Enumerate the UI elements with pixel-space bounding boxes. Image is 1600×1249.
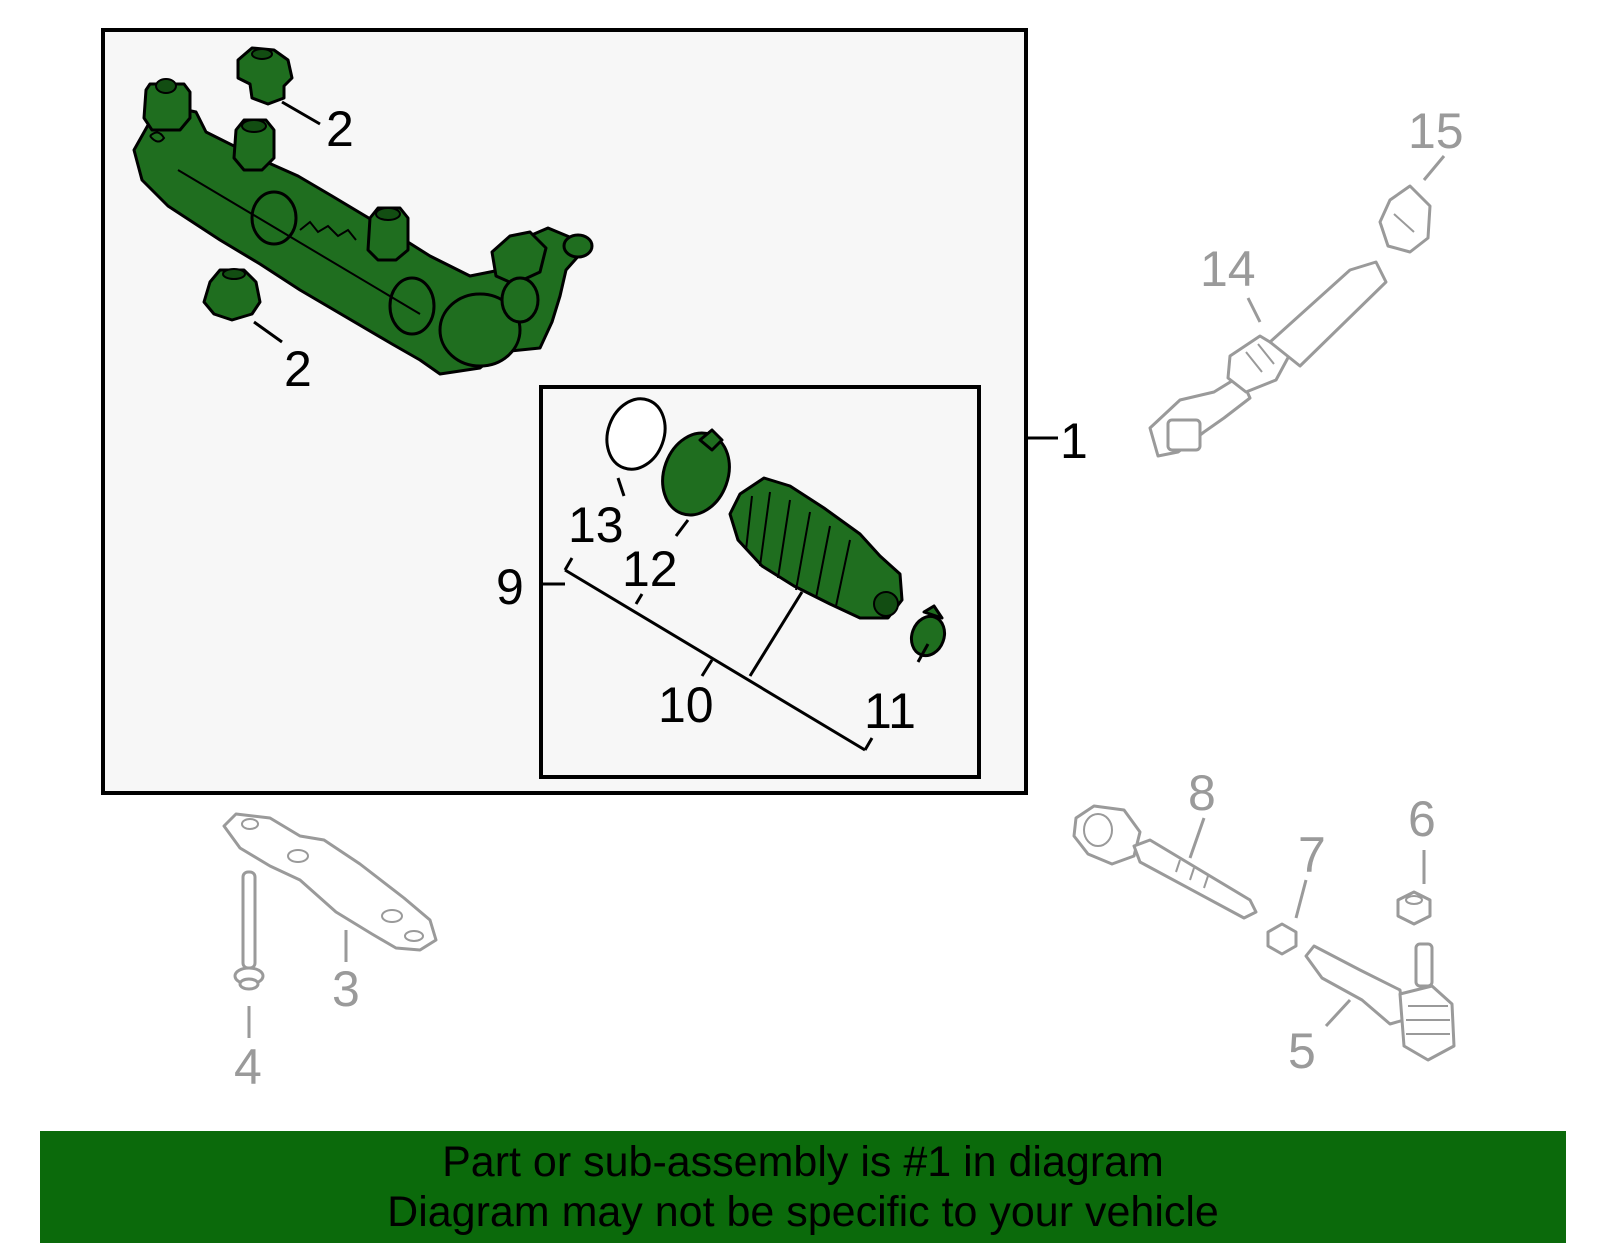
nut-part-7[interactable] xyxy=(1266,922,1298,956)
bracket-part-15[interactable] xyxy=(1378,184,1432,254)
callout-9: 9 xyxy=(496,559,524,615)
bushing-part-2-upper[interactable] xyxy=(236,46,294,106)
leader-lines xyxy=(247,100,1446,1038)
callout-1: 1 xyxy=(1060,413,1088,469)
callout-10: 10 xyxy=(658,677,714,733)
callout-8: 8 xyxy=(1188,765,1216,821)
callout-7: 7 xyxy=(1298,827,1326,883)
callout-2-lower: 2 xyxy=(284,341,312,397)
callout-15: 15 xyxy=(1408,103,1464,159)
nut-part-6[interactable] xyxy=(1396,890,1432,926)
cap-part-12[interactable] xyxy=(652,424,741,525)
steering-rack-part-1[interactable] xyxy=(132,78,594,376)
inner-tie-rod-part-8[interactable] xyxy=(1072,804,1258,920)
callout-4: 4 xyxy=(234,1039,262,1095)
clamp-part-11[interactable] xyxy=(906,604,950,660)
banner-line-2: Diagram may not be specific to your vehi… xyxy=(387,1188,1219,1236)
callout-3: 3 xyxy=(332,961,360,1017)
bushing-part-2-lower[interactable] xyxy=(202,268,262,322)
bracket-part-3[interactable] xyxy=(222,812,438,952)
o-ring-part-13[interactable] xyxy=(597,391,674,478)
callout-12: 12 xyxy=(622,541,678,597)
bolt-part-4[interactable] xyxy=(233,870,265,991)
callout-5: 5 xyxy=(1288,1023,1316,1079)
boot-part-10[interactable] xyxy=(728,476,904,620)
info-banner: Part or sub-assembly is #1 in diagram Di… xyxy=(40,1131,1566,1243)
banner-line-1: Part or sub-assembly is #1 in diagram xyxy=(442,1138,1164,1186)
callout-11: 11 xyxy=(864,683,916,739)
intermediate-shaft-part-14[interactable] xyxy=(1148,260,1388,458)
tie-rod-end-part-5[interactable] xyxy=(1304,942,1456,1062)
callout-6: 6 xyxy=(1408,791,1436,847)
callout-14: 14 xyxy=(1200,241,1256,297)
callout-2-upper: 2 xyxy=(326,101,354,157)
callout-13: 13 xyxy=(568,497,624,553)
